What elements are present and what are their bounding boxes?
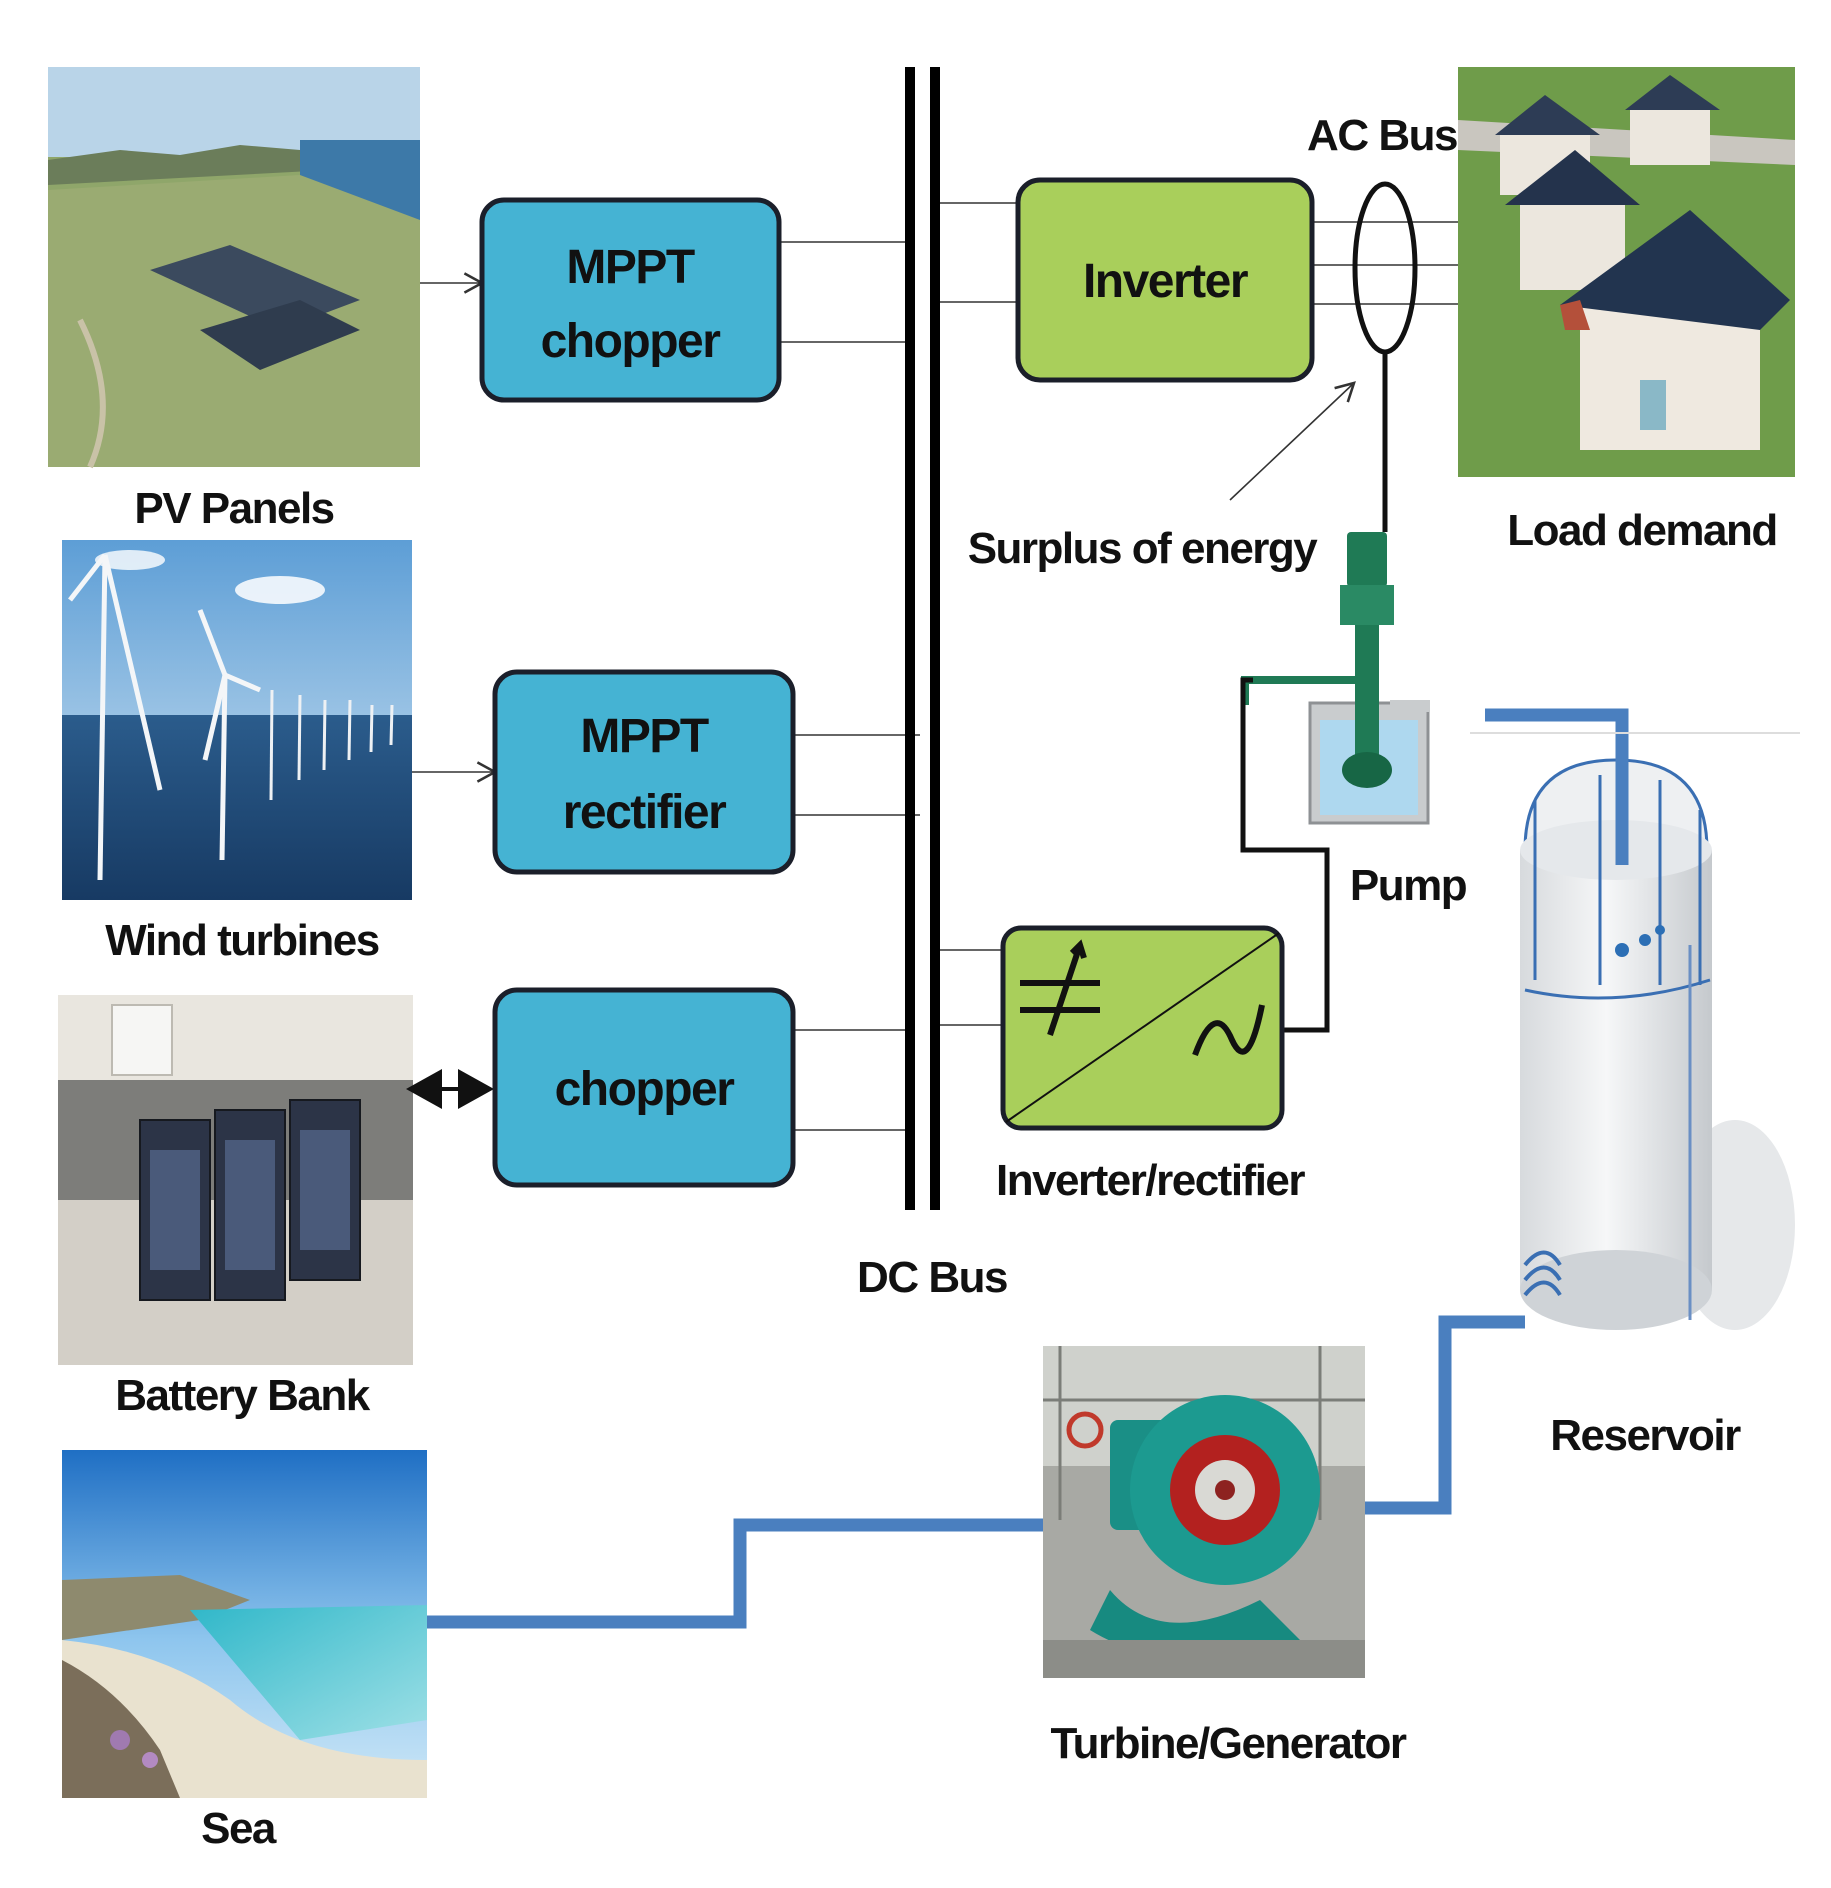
ac-symbol-icon	[1192, 1004, 1265, 1057]
mppt-chopper-line2: chopper	[541, 315, 721, 368]
pv-panels-label: PV Panels	[134, 484, 333, 533]
inverter-rectifier-block	[1000, 925, 1285, 1131]
water-pipe-pump-to-reservoir	[1485, 708, 1629, 865]
turbine-generator-photo	[1043, 1346, 1365, 1678]
dc-bus-label: DC Bus	[857, 1253, 1007, 1302]
inverter-block: Inverter	[1015, 177, 1315, 383]
load-demand-photo	[1458, 67, 1795, 477]
dc-bus-bars	[905, 67, 940, 1210]
turbine-generator-label: Turbine/Generator	[1050, 1719, 1406, 1768]
wind-turbines-photo	[62, 540, 412, 900]
inverter-label: Inverter	[1083, 255, 1248, 308]
pump-illustration	[1241, 532, 1430, 825]
battery-bank-photo	[58, 995, 413, 1365]
sea-photo	[62, 1450, 427, 1798]
mppt-rectifier-block: MPPT rectifier	[492, 669, 796, 875]
reservoir-label: Reservoir	[1550, 1411, 1741, 1460]
water-pipe-sea-to-turbine	[427, 1518, 1043, 1629]
converter-to-dc-bus-wires	[779, 202, 1018, 1131]
pump-to-inverter-rectifier-wire	[1240, 677, 1330, 1033]
chopper-label: chopper	[555, 1063, 735, 1116]
reservoir-tank	[1520, 758, 1795, 1330]
pv-panels-photo	[48, 67, 420, 469]
wind-turbines-label: Wind turbines	[105, 916, 378, 965]
surplus-of-energy-label: Surplus of energy	[968, 524, 1319, 573]
inverter-to-load-wires	[1312, 221, 1458, 305]
large-house	[1560, 210, 1790, 450]
mppt-chopper-line1: MPPT	[566, 241, 695, 294]
mppt-rectifier-line2: rectifier	[563, 786, 726, 839]
mppt-rectifier-line1: MPPT	[580, 710, 709, 763]
water-pipe-turbine-to-reservoir	[1365, 1315, 1525, 1515]
dc-symbol-icon	[1020, 939, 1100, 1036]
mppt-chopper-block: MPPT chopper	[479, 197, 782, 403]
battery-bank-label: Battery Bank	[115, 1371, 370, 1420]
inverter-rectifier-label: Inverter/rectifier	[996, 1156, 1305, 1205]
surplus-arrow	[1229, 381, 1356, 501]
sea-label: Sea	[201, 1804, 277, 1853]
ac-bus-label: AC Bus	[1307, 111, 1457, 160]
load-demand-label: Load demand	[1507, 506, 1777, 555]
chopper-block: chopper	[492, 987, 796, 1188]
ac-bus-ellipse	[1352, 181, 1418, 355]
pump-label: Pump	[1350, 861, 1467, 910]
